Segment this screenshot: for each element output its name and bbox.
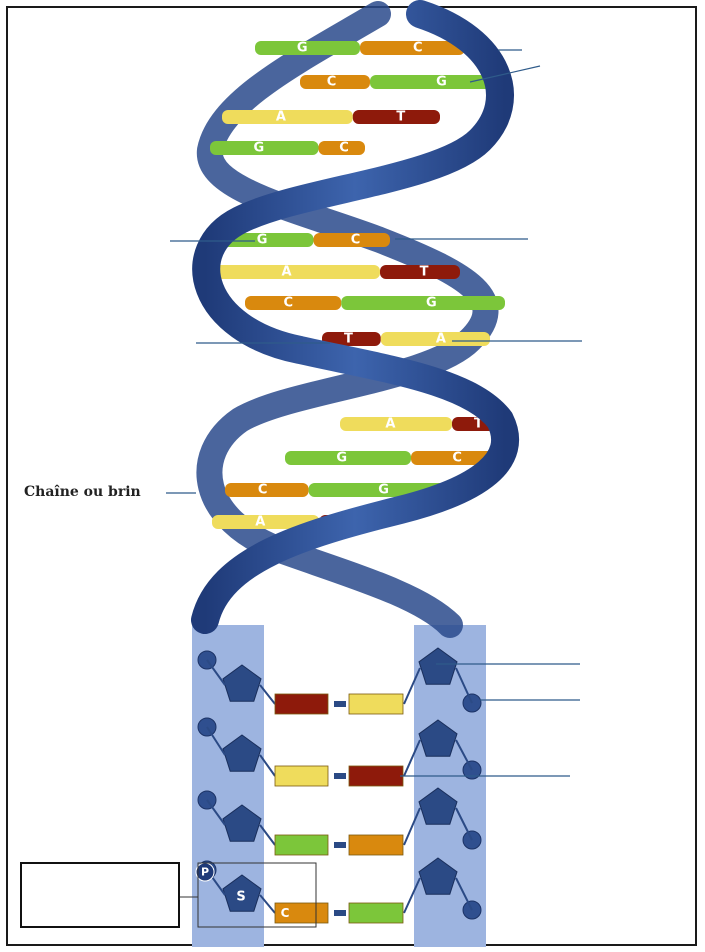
base-letter: C bbox=[351, 233, 361, 248]
base-a-left bbox=[210, 265, 380, 279]
ladder-base-right bbox=[349, 903, 403, 923]
base-g-left bbox=[285, 451, 411, 465]
base-letter: C bbox=[413, 41, 423, 56]
base-g-right bbox=[341, 296, 505, 310]
base-letter: G bbox=[297, 41, 308, 56]
base-letter: C bbox=[339, 141, 349, 156]
base-letter: G bbox=[336, 451, 347, 466]
base-letter: T bbox=[396, 110, 405, 125]
base-letter: C bbox=[258, 483, 268, 498]
base-letter: C bbox=[284, 296, 294, 311]
base-g-left bbox=[210, 141, 319, 155]
hydrogen-bond bbox=[334, 910, 346, 916]
base-a-left bbox=[222, 110, 353, 124]
base-letter: G bbox=[253, 141, 264, 156]
base-g-right bbox=[370, 75, 500, 89]
base-letter: C bbox=[452, 451, 462, 466]
ladder-base-left bbox=[275, 694, 328, 714]
base-c-label: C bbox=[281, 906, 290, 920]
base-letter: A bbox=[281, 265, 291, 280]
ladder-base-right bbox=[349, 766, 403, 786]
base-letter: G bbox=[426, 296, 437, 311]
phosphate-p-label: P bbox=[201, 866, 209, 879]
base-letter: A bbox=[255, 515, 265, 530]
ladder-base-left bbox=[275, 766, 328, 786]
base-letter: A bbox=[436, 332, 446, 347]
base-letter: G bbox=[378, 483, 389, 498]
base-letter: G bbox=[257, 233, 268, 248]
sugar-s-label: S bbox=[236, 890, 245, 905]
hydrogen-bond bbox=[334, 842, 346, 848]
base-c-left bbox=[245, 296, 341, 310]
ladder-base-left bbox=[275, 835, 328, 855]
base-letter: A bbox=[385, 417, 395, 432]
base-letter: G bbox=[436, 75, 447, 90]
strand-label: Chaîne ou brin bbox=[24, 484, 141, 500]
base-letter: T bbox=[344, 332, 353, 347]
hydrogen-bond bbox=[334, 701, 346, 707]
base-letter: A bbox=[276, 110, 286, 125]
ladder-base-right bbox=[349, 694, 403, 714]
base-letter: C bbox=[327, 75, 337, 90]
base-letter: T bbox=[420, 265, 429, 280]
ladder-base-right bbox=[349, 835, 403, 855]
answer-box[interactable] bbox=[20, 862, 180, 928]
base-a-left bbox=[340, 417, 452, 431]
hydrogen-bond bbox=[334, 773, 346, 779]
